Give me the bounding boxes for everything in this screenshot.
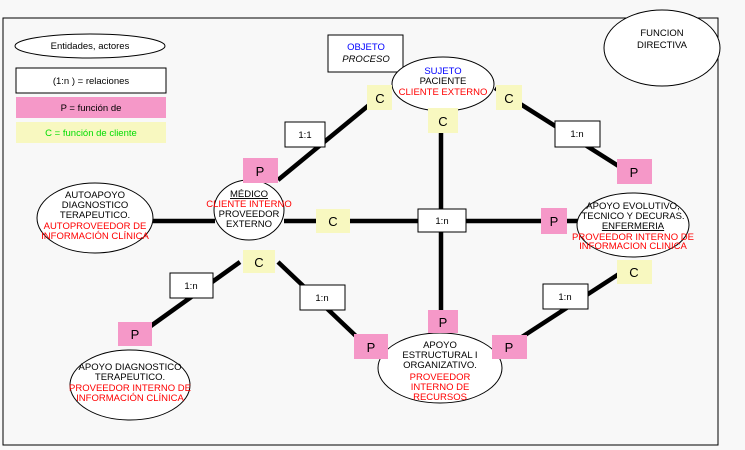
svg-text:P: P [131, 327, 140, 342]
svg-text:INFORMACIÓN CLÍNICA: INFORMACIÓN CLÍNICA [76, 393, 184, 404]
svg-text:APOYO DIAGNOSTICO: APOYO DIAGNOSTICO [79, 362, 182, 373]
diagnostico-entity: APOYO DIAGNOSTICO TERAPEUTICO. PROVEEDOR… [69, 349, 191, 421]
svg-text:AUTOAPOYO: AUTOAPOYO [65, 190, 125, 201]
objeto-box [327, 34, 404, 73]
svg-text:ORGANIZATIVO.: ORGANIZATIVO. [403, 360, 477, 371]
c-markers: C C C C C C [243, 85, 652, 284]
legend-relations: (1:n ) = relaciones [53, 76, 130, 87]
svg-text:INFORMACIÓN CLÍNICA: INFORMACIÓN CLÍNICA [41, 231, 149, 242]
svg-text:C: C [504, 91, 513, 106]
legend-p: P = función de [61, 103, 122, 114]
svg-text:ESTRUCTURAL I: ESTRUCTURAL I [402, 350, 477, 361]
svg-text:P: P [630, 165, 639, 180]
svg-text:INTERNO DE: INTERNO DE [411, 382, 470, 393]
svg-text:PROVEEDOR: PROVEEDOR [219, 209, 280, 220]
directiva-label: FUNCION [640, 28, 683, 39]
estructural-entity: APOYO ESTRUCTURAL I ORGANIZATIVO. PROVEE… [377, 332, 503, 404]
svg-text:TERAPEUTICO.: TERAPEUTICO. [60, 210, 130, 221]
svg-text:P: P [439, 315, 448, 330]
legend-c: C = función de cliente [45, 128, 137, 139]
svg-text:C: C [629, 265, 638, 280]
svg-text:CLIENTE INTERNO: CLIENTE INTERNO [206, 199, 292, 210]
svg-text:PACIENTE: PACIENTE [420, 76, 467, 87]
legend: Entidades, actores (1:n ) = relaciones P… [14, 33, 167, 143]
svg-text:TECNICO Y DECURAS.: TECNICO Y DECURAS. [581, 211, 684, 222]
frame [2, 17, 719, 446]
svg-text:C: C [438, 114, 447, 129]
legend-entities: Entidades, actores [51, 41, 130, 52]
funcion-directiva-ellipse [603, 9, 721, 87]
svg-text:1:n: 1:n [184, 281, 197, 292]
relation-boxes: 1:1 1:n 1:n 1:n 1:n 1:n [169, 120, 601, 311]
svg-text:P: P [256, 164, 265, 179]
svg-text:1:n: 1:n [315, 293, 328, 304]
svg-text:APOYO: APOYO [423, 340, 457, 351]
svg-text:ENFERMERIA: ENFERMERIA [602, 221, 665, 232]
svg-text:P: P [505, 340, 514, 355]
svg-text:1:n: 1:n [558, 292, 571, 303]
svg-text:RECURSOS: RECURSOS [413, 392, 467, 403]
svg-text:MÉDICO: MÉDICO [230, 189, 268, 200]
autoapoyo-entity: AUTOAPOYO DIAGNOSTICO TERAPEUTICO. AUTOP… [36, 182, 154, 254]
sujeto-entity: SUJETO PACIENTE CLIENTE EXTERNO [391, 56, 495, 112]
proceso-label: PROCESO [342, 54, 390, 65]
svg-text:PROVEEDOR INTERNO DE: PROVEEDOR INTERNO DE [69, 383, 191, 394]
svg-text:PROVEEDOR INTERNO DE: PROVEEDOR INTERNO DE [572, 232, 694, 243]
svg-text:PROVEEDOR: PROVEEDOR [410, 372, 471, 383]
svg-text:INFORMACION CLINICA: INFORMACION CLINICA [579, 241, 687, 252]
evolutivo-entity: APOYO EVOLUTIVO, TECNICO Y DECURAS. ENFE… [572, 192, 694, 258]
directiva-label: DIRECTIVA [637, 40, 688, 51]
svg-text:C: C [328, 214, 337, 229]
svg-text:AUTOPROVEEDOR DE: AUTOPROVEEDOR DE [44, 221, 147, 232]
medico-entity: MÉDICO CLIENTE INTERNO PROVEEDOR EXTERNO [206, 179, 292, 241]
p-markers: P P P P P P P [118, 158, 652, 359]
svg-text:C: C [375, 91, 384, 106]
svg-text:TERAPEUTICO.: TERAPEUTICO. [95, 372, 165, 383]
svg-text:P: P [550, 214, 559, 229]
svg-text:C: C [254, 255, 263, 270]
svg-text:1:n: 1:n [435, 216, 448, 227]
svg-text:CLIENTE EXTERNO: CLIENTE EXTERNO [399, 87, 488, 98]
svg-text:SUJETO: SUJETO [424, 66, 461, 77]
svg-text:EXTERNO: EXTERNO [226, 219, 272, 230]
svg-text:APOYO EVOLUTIVO,: APOYO EVOLUTIVO, [586, 201, 679, 212]
svg-text:1:1: 1:1 [298, 130, 311, 141]
objeto-label: OBJETO [347, 42, 385, 53]
svg-text:DIAGNOSTICO: DIAGNOSTICO [62, 200, 129, 211]
svg-text:P: P [367, 340, 376, 355]
legend-entity-ellipse [14, 33, 166, 59]
svg-text:1:n: 1:n [570, 129, 583, 140]
